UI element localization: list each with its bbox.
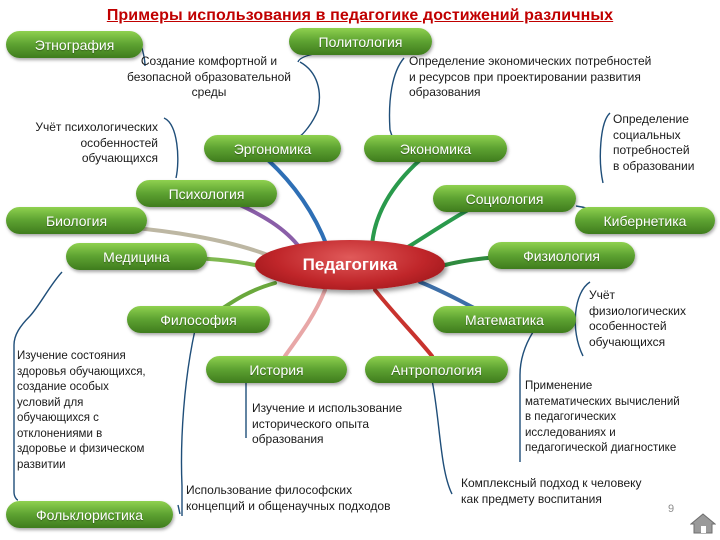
note-line: как предмету воспитания xyxy=(461,491,602,506)
note-line: безопасной образовательной xyxy=(126,69,292,84)
note-line: Учёт психологических xyxy=(35,120,158,134)
note-history: Изучение и использование исторического о… xyxy=(252,401,452,448)
note-line: исследованиях и xyxy=(525,426,616,439)
note-line: Создание комфортной и xyxy=(140,54,278,68)
branch-history xyxy=(283,288,327,358)
node-biology: Биология xyxy=(6,207,147,234)
home-icon[interactable] xyxy=(690,512,716,534)
note-line: физиологических xyxy=(589,303,686,318)
bracket-mathematics xyxy=(519,331,534,462)
node-cybernetics: Кибернетика xyxy=(575,207,715,234)
page-title: Примеры использования в педагогике дости… xyxy=(106,7,614,24)
node-folkloristics: Фольклористика xyxy=(6,501,173,528)
note-line: Использование философских xyxy=(186,483,353,497)
note-line: здоровья обучающихся, xyxy=(17,365,146,378)
note-line: образования xyxy=(252,432,324,446)
connector-folkloristics xyxy=(177,504,181,515)
note-line: обучающихся xyxy=(589,334,666,349)
connector-economics xyxy=(388,57,405,137)
note-ergonomics: Создание комфортной и безопасной образов… xyxy=(120,54,298,101)
note-line: условий для xyxy=(17,396,84,409)
node-ethnography: Этнография xyxy=(6,31,143,58)
node-physiology: Физиология xyxy=(488,242,635,269)
note-line: исторического опыта xyxy=(252,416,370,431)
node-ergonomics: Эргономика xyxy=(204,135,341,162)
branch-ergonomics xyxy=(266,158,329,248)
bracket-philosophy xyxy=(180,329,196,516)
bracket-ergonomics xyxy=(299,61,321,137)
note-line: Изучение и использование xyxy=(252,401,403,415)
note-line: потребностей xyxy=(613,143,690,157)
note-line: Определение экономических потребностей xyxy=(409,54,652,68)
node-politology: Политология xyxy=(289,28,432,55)
note-line: здоровье и физическом xyxy=(17,443,145,455)
node-psychology: Психология xyxy=(136,180,277,207)
branch-sociology xyxy=(406,208,470,249)
note-physiology: Учёт физиологических особенностей обучаю… xyxy=(589,288,714,350)
note-medicine: Изучение состояния здоровья обучающихся,… xyxy=(17,349,177,473)
note-line: математических вычислений xyxy=(525,395,680,408)
note-line: особенностей xyxy=(80,135,158,150)
bracket-anthropology xyxy=(431,379,453,495)
branch-economics xyxy=(370,158,422,248)
center-node-pedagogy: Педагогика xyxy=(255,240,445,290)
note-line: создание особых xyxy=(17,381,109,393)
node-philosophy: Философия xyxy=(127,306,270,333)
note-line: Определение xyxy=(613,112,689,126)
node-mathematics: Математика xyxy=(433,306,576,333)
note-line: Применение xyxy=(525,380,593,392)
note-line: особенностей xyxy=(589,319,667,333)
note-line: развитии xyxy=(17,458,66,471)
node-anthropology: Антропология xyxy=(365,356,508,383)
note-sociology: Определение социальных потребностей в об… xyxy=(613,112,718,174)
branch-anthropology xyxy=(373,288,434,358)
note-line: в педагогических xyxy=(525,411,617,423)
note-line: обучающихся с xyxy=(17,412,99,424)
note-line: Комплексный подход к человеку xyxy=(461,476,642,490)
note-line: образования xyxy=(409,85,481,99)
bracket-psychology xyxy=(163,117,179,179)
note-line: отклонениями в xyxy=(17,427,103,440)
note-mathematics: Применение математических вычислений в п… xyxy=(525,379,715,457)
bracket-medicine xyxy=(13,271,63,501)
note-line: концепций и общенаучных подходов xyxy=(186,498,391,513)
node-sociology: Социология xyxy=(433,185,576,212)
node-economics: Экономика xyxy=(364,135,507,162)
bracket-sociology xyxy=(599,112,611,184)
note-line: Изучение состояния xyxy=(17,350,126,362)
note-line: педагогической диагностике xyxy=(525,442,677,454)
note-line: обучающихся xyxy=(81,151,158,165)
note-line: в образовании xyxy=(613,158,695,173)
note-anthropology: Комплексный подход к человеку как предме… xyxy=(461,476,671,507)
note-line: среды xyxy=(191,85,227,99)
note-line: социальных xyxy=(613,127,681,142)
node-medicine: Медицина xyxy=(66,243,207,270)
branch-psychology xyxy=(234,201,302,250)
page-number: 9 xyxy=(668,503,675,515)
note-line: Учёт xyxy=(589,288,616,302)
bracket-physiology xyxy=(574,281,591,357)
note-psychology: Учёт психологических особенностей обучаю… xyxy=(8,120,158,167)
note-economics: Определение экономических потребностей и… xyxy=(409,54,709,101)
note-philosophy: Использование философских концепций и об… xyxy=(186,483,446,514)
note-line: и ресурсов при проектировании развития xyxy=(409,69,641,84)
node-history: История xyxy=(206,356,347,383)
